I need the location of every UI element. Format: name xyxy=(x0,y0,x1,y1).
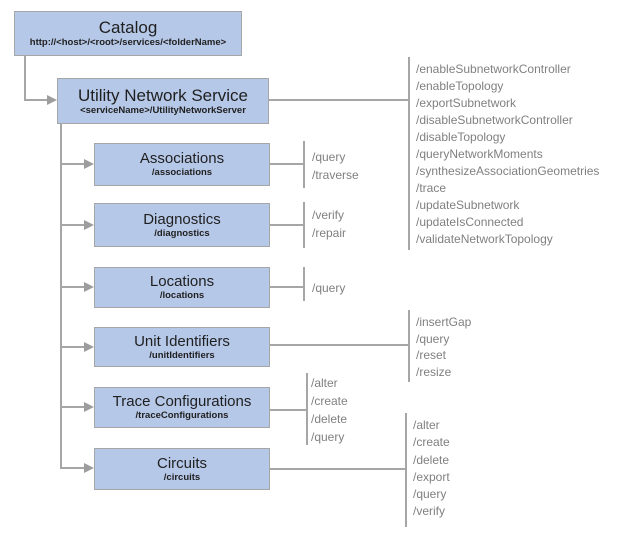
associations-ops-list: /query /traverse xyxy=(312,148,359,184)
op-item: /enableSubnetworkController xyxy=(416,62,571,76)
op-item: /enableTopology xyxy=(416,79,504,93)
connector-line xyxy=(270,409,306,411)
op-item: /updateIsConnected xyxy=(416,215,524,229)
arrowhead-icon xyxy=(47,95,57,105)
arrowhead-icon xyxy=(84,463,94,473)
op-item: /updateSubnetwork xyxy=(416,198,520,212)
op-item: /reset xyxy=(416,348,447,362)
arrowhead-icon xyxy=(84,342,94,352)
connector-line xyxy=(60,286,85,288)
node-subtitle: /associations xyxy=(151,167,213,178)
resource-node-diagnostics: Diagnostics /diagnostics xyxy=(94,203,270,247)
op-item: /validateNetworkTopology xyxy=(416,232,553,246)
resource-node-unit-identifiers: Unit Identifiers /unitIdentifiers xyxy=(94,327,270,367)
op-item: /create xyxy=(413,435,450,450)
node-title: Diagnostics xyxy=(143,210,221,228)
ops-divider-line xyxy=(408,57,410,250)
op-item: /trace xyxy=(416,181,447,195)
ops-divider-line xyxy=(408,310,410,382)
connector-line xyxy=(270,163,303,165)
op-item: /query xyxy=(413,487,447,502)
node-title: Unit Identifiers xyxy=(134,332,230,350)
op-item: /disableSubnetworkController xyxy=(416,113,573,127)
op-item: /repair xyxy=(312,226,347,240)
ops-divider-line xyxy=(303,267,305,301)
op-item: /verify xyxy=(413,504,446,519)
node-subtitle: /circuits xyxy=(163,471,201,483)
service-node: Utility Network Service <serviceName>/Ut… xyxy=(57,78,269,124)
connector-line xyxy=(270,468,405,470)
op-item: /export xyxy=(413,469,450,484)
node-title: Catalog xyxy=(98,18,158,37)
op-item: /exportSubnetwork xyxy=(416,96,517,110)
trace-configurations-ops-list: /alter /create /delete /query xyxy=(311,374,348,446)
locations-ops-list: /query xyxy=(312,279,345,297)
resource-node-associations: Associations /associations xyxy=(94,143,270,186)
node-title: Associations xyxy=(139,150,225,167)
catalog-node: Catalog http://<host>/<root>/services/<f… xyxy=(14,11,242,56)
op-item: /resize xyxy=(416,364,452,379)
connector-line xyxy=(60,163,85,165)
ops-divider-line xyxy=(303,141,305,188)
ops-divider-line xyxy=(303,202,305,248)
connector-line xyxy=(269,99,408,101)
service-ops-list: /enableSubnetworkController /enableTopol… xyxy=(416,61,599,248)
connector-line xyxy=(60,224,85,226)
unit-identifiers-ops-list: /insertGap /query /reset /resize xyxy=(416,314,471,380)
node-subtitle: /unitIdentifiers xyxy=(149,349,215,361)
arrowhead-icon xyxy=(84,282,94,292)
connector-line xyxy=(270,224,303,226)
connector-line xyxy=(270,344,408,346)
resource-node-trace-configurations: Trace Configurations /traceConfiguration… xyxy=(94,387,270,428)
arrowhead-icon xyxy=(84,159,94,169)
op-item: /alter xyxy=(311,376,338,390)
connector-line xyxy=(24,56,26,101)
op-item: /insertGap xyxy=(416,315,472,329)
op-item: /query xyxy=(311,430,345,444)
op-item: /query xyxy=(312,150,346,164)
op-item: /traverse xyxy=(312,168,359,182)
connector-line xyxy=(24,99,48,101)
circuits-ops-list: /alter /create /delete /export /query /v… xyxy=(413,417,450,521)
op-item: /query xyxy=(312,281,346,295)
node-title: Trace Configurations xyxy=(112,393,252,410)
node-subtitle: <serviceName>/UtilityNetworkServer xyxy=(80,104,246,116)
connector-line xyxy=(60,406,85,408)
arrowhead-icon xyxy=(84,220,94,230)
op-item: /verify xyxy=(312,208,345,222)
op-item: /disableTopology xyxy=(416,130,506,144)
op-item: /alter xyxy=(413,418,440,432)
node-title: Locations xyxy=(149,273,215,290)
node-subtitle: /diagnostics xyxy=(154,227,210,239)
connector-line xyxy=(60,467,85,469)
arrowhead-icon xyxy=(84,402,94,412)
op-item: /delete xyxy=(413,452,450,467)
resource-node-circuits: Circuits /circuits xyxy=(94,448,270,490)
resource-node-locations: Locations /locations xyxy=(94,267,270,308)
connector-line xyxy=(270,286,303,288)
node-subtitle: http://<host>/<root>/services/<folderNam… xyxy=(29,37,227,48)
connector-line xyxy=(60,124,62,469)
node-title: Utility Network Service xyxy=(77,85,249,105)
op-item: /create xyxy=(311,394,348,408)
op-item: /query xyxy=(416,331,450,346)
ops-divider-line xyxy=(306,373,308,445)
node-subtitle: /locations xyxy=(159,290,205,301)
op-item: /synthesizeAssociationGeometries xyxy=(416,164,600,178)
diagnostics-ops-list: /verify /repair xyxy=(312,206,346,242)
connector-line xyxy=(60,346,85,348)
node-subtitle: /traceConfigurations xyxy=(135,410,229,421)
node-title: Circuits xyxy=(156,454,207,472)
ops-divider-line xyxy=(405,413,407,527)
op-item: /queryNetworkMoments xyxy=(416,147,543,161)
op-item: /delete xyxy=(311,412,348,426)
